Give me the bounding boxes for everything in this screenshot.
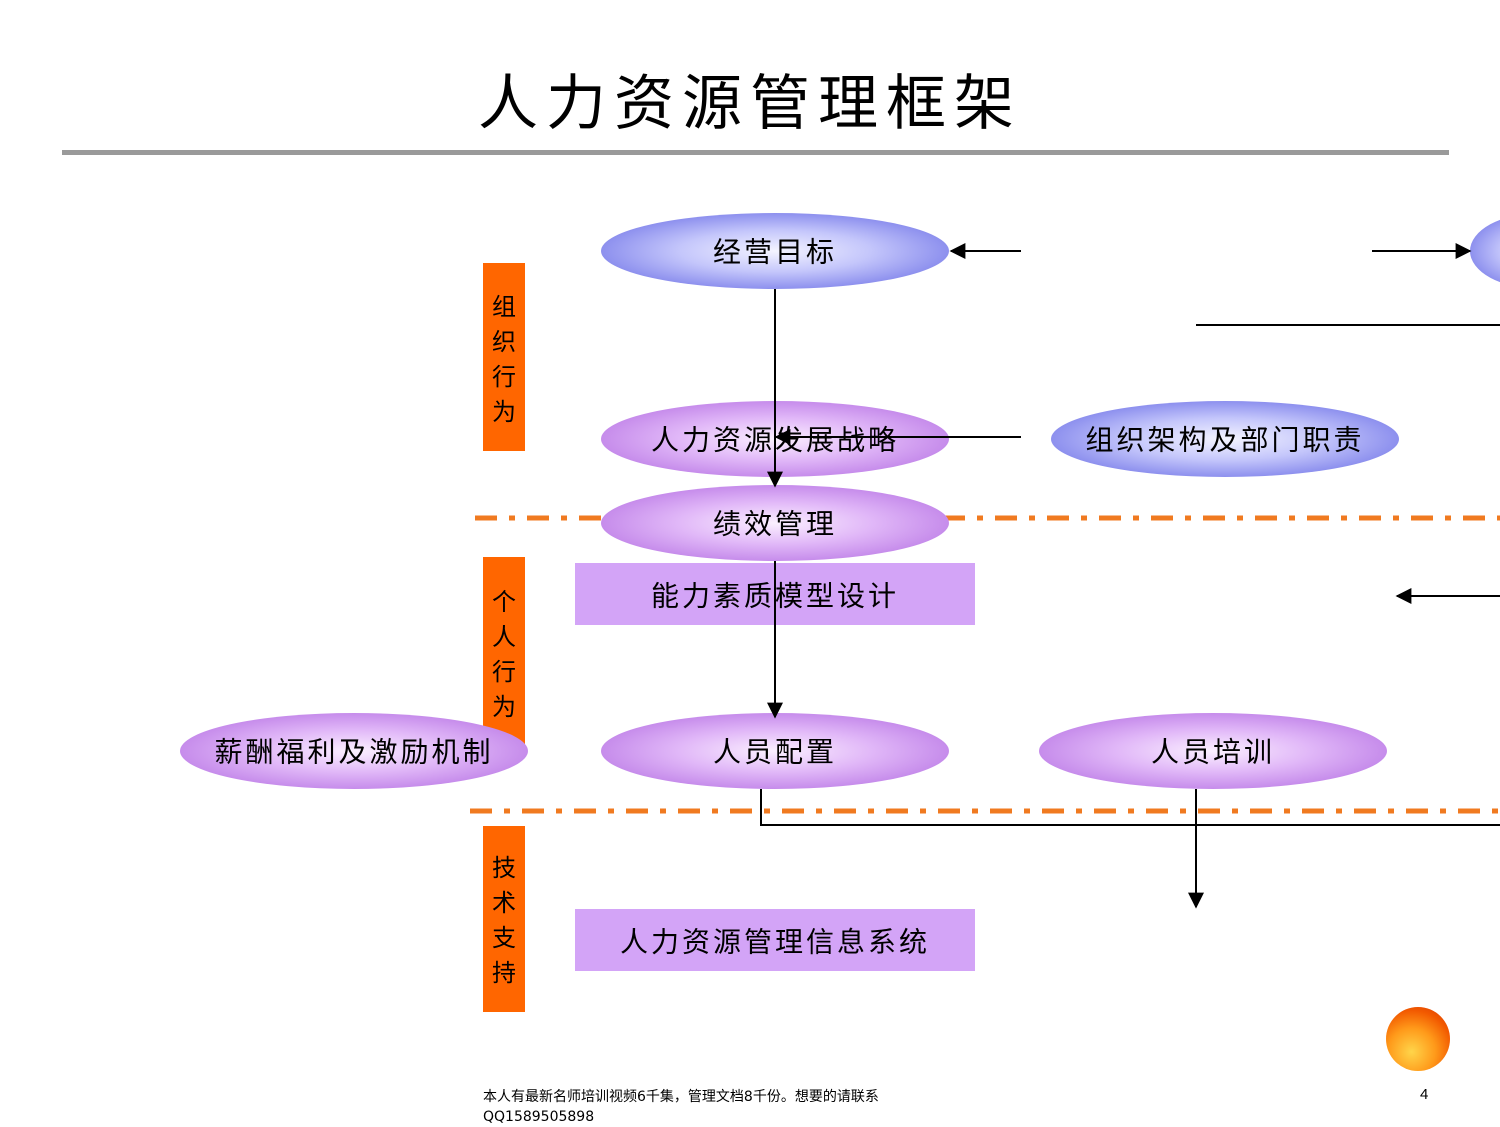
footer-line-2: QQ1589505898	[483, 1109, 595, 1125]
node-right-partial	[1470, 219, 1500, 283]
svg-text:持: 持	[492, 959, 516, 987]
svg-text:支: 支	[492, 924, 516, 952]
svg-text:薪酬福利及激励机制: 薪酬福利及激励机制	[214, 736, 493, 769]
footer-line-1: 本人有最新名师培训视频6千集，管理文档8千份。想要的请联系	[483, 1089, 879, 1105]
svg-text:人力资源管理信息系统: 人力资源管理信息系统	[620, 926, 930, 959]
svg-text:人力资源发展战略: 人力资源发展战略	[651, 424, 899, 457]
page-title: 人力资源管理框架	[478, 69, 1022, 139]
line-staffing-to-right	[760, 789, 1500, 826]
node-org-structure: 组织架构及部门职责	[1051, 401, 1399, 477]
node-compensation: 薪酬福利及激励机制	[180, 713, 528, 789]
svg-text:为: 为	[492, 398, 516, 426]
footer-note: 本人有最新名师培训视频6千集，管理文档8千份。想要的请联系 QQ15895058…	[483, 1087, 879, 1127]
svg-text:人员培训: 人员培训	[1151, 736, 1275, 769]
svg-text:织: 织	[492, 328, 516, 356]
svg-text:术: 术	[492, 889, 516, 917]
side-label-individual-behavior: 个 人 行 为	[483, 557, 525, 747]
svg-text:人: 人	[492, 623, 516, 651]
svg-text:组织架构及部门职责: 组织架构及部门职责	[1085, 424, 1364, 457]
node-performance: 绩效管理	[601, 485, 949, 561]
node-staffing: 人员配置	[601, 713, 949, 789]
connectors	[760, 243, 1500, 909]
node-business-goal: 经营目标	[601, 213, 949, 289]
svg-text:人员配置: 人员配置	[713, 736, 837, 769]
decorative-orange-ball	[1386, 1007, 1450, 1071]
svg-text:行: 行	[492, 658, 516, 686]
svg-text:个: 个	[492, 588, 516, 616]
svg-text:绩效管理: 绩效管理	[713, 508, 837, 541]
svg-text:能力素质模型设计: 能力素质模型设计	[651, 580, 899, 613]
page-number: 4	[1420, 1086, 1429, 1103]
svg-text:组: 组	[492, 293, 516, 321]
node-training: 人员培训	[1039, 713, 1387, 789]
svg-text:为: 为	[492, 693, 516, 721]
svg-text:行: 行	[492, 363, 516, 391]
svg-text:技: 技	[492, 854, 516, 882]
svg-text:经营目标: 经营目标	[713, 236, 837, 269]
side-label-tech-support: 技 术 支 持	[483, 826, 525, 1012]
title-divider	[62, 150, 1449, 155]
side-label-org-behavior: 组 织 行 为	[483, 263, 525, 451]
node-hris: 人力资源管理信息系统	[575, 909, 975, 971]
